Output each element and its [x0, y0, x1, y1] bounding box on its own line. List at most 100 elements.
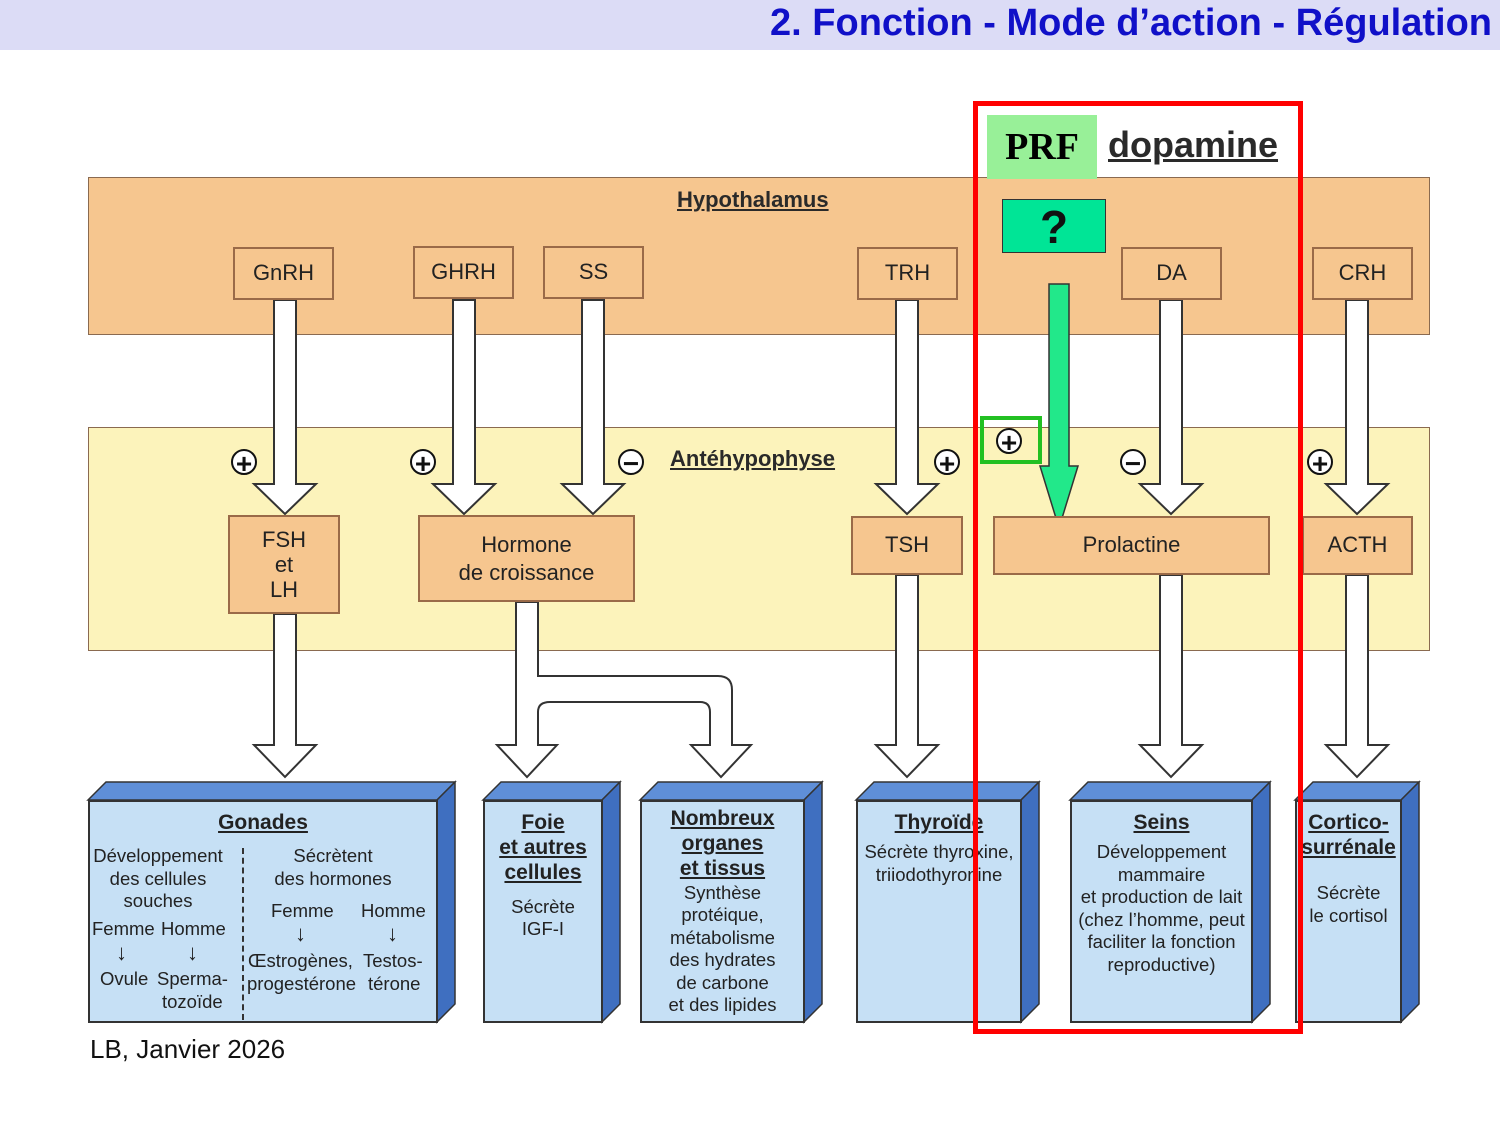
foie-title-line2: et autres — [499, 836, 587, 860]
hormone-tsh: TSH — [851, 516, 963, 575]
foie-title-line3: cellules — [504, 861, 582, 885]
plus-sign-prf: + — [996, 428, 1022, 457]
minus-sign-ss: − — [618, 449, 644, 478]
gh-label-line2: de croissance — [458, 559, 595, 585]
organes-title-line1: Nombreux — [670, 807, 775, 830]
arrow-fsh-gonades — [251, 613, 319, 779]
gonades-progesterone: progestérone — [247, 973, 357, 994]
arrow-gnrh-fsh — [251, 299, 319, 516]
gonades-homme-right: Homme — [361, 900, 426, 921]
seins-text-line6: reproductive) — [1107, 954, 1216, 975]
target-gonades: Gonades — [88, 800, 438, 1023]
foie-text-line2: IGF-I — [521, 918, 565, 940]
gonades-left-line1: Développement — [93, 845, 223, 866]
gonades-divider — [242, 848, 244, 1020]
arrow-down-oestrogenes-icon: ↓ — [295, 921, 306, 946]
et-label: et — [274, 551, 294, 577]
minus-sign-da: − — [1120, 449, 1146, 478]
gonades-right-line1: Sécrètent — [293, 845, 373, 866]
plus-sign-trh: + — [934, 449, 960, 478]
arrow-crh-acth — [1323, 299, 1391, 516]
plus-sign-gnrh: + — [231, 449, 257, 478]
arrow-ss-gh — [559, 299, 627, 516]
dopamine-label: dopamine — [1108, 124, 1279, 165]
arrow-ghrh-gh — [430, 299, 498, 516]
gonades-testos: Testos- — [363, 950, 423, 971]
gonades-side — [86, 781, 457, 801]
organes-text-line4: des hydrates — [669, 949, 776, 971]
arrow-acth-cortico — [1323, 574, 1391, 779]
gonades-tozoide: tozoïde — [162, 991, 223, 1012]
hormone-gh: Hormone de croissance — [418, 515, 635, 602]
foie-title-line1: Foie — [521, 811, 565, 834]
arrow-down-ovule-icon: ↓ — [116, 940, 127, 965]
gonades-femme-right: Femme — [271, 900, 334, 921]
hormone-acth: ACTH — [1302, 516, 1413, 575]
seins-text-line3: et production de lait — [1080, 886, 1243, 908]
arrow-down-sperma-icon: ↓ — [187, 940, 198, 965]
arrow-tsh-thyroide — [873, 574, 941, 779]
hormone-da: DA — [1121, 247, 1222, 300]
foie-side-right — [601, 780, 621, 1024]
hormone-gnrh: GnRH — [233, 247, 334, 300]
gh-label-line1: Hormone — [481, 532, 572, 557]
prolactin-highlight-frame — [973, 101, 1303, 1034]
hormone-ghrh: GHRH — [413, 246, 514, 299]
arrow-gh-split — [494, 601, 754, 779]
green-prf-arrow — [1038, 283, 1080, 531]
seins-title: Seins — [1133, 811, 1190, 834]
antehypophyse-label: Antéhypophyse — [670, 446, 836, 471]
target-foie: Foie et autres cellules Sécrète IGF-I — [483, 800, 603, 1023]
gonades-right-text: Sécrètent des hormones — [250, 845, 416, 890]
foie-text-line1: Sécrète — [511, 895, 575, 917]
plus-sign-crh: + — [1307, 449, 1333, 478]
thyroide-text-line2: triiodothyronine — [875, 863, 1003, 885]
hormone-crh: CRH — [1312, 247, 1413, 300]
seins-text-line5: faciliter la fonction — [1087, 931, 1236, 953]
gonades-ovule: Ovule — [100, 968, 149, 989]
gonades-left-line2: des cellules — [109, 867, 207, 889]
slide-title: 2. Fonction - Mode d’action - Régulation — [770, 2, 1492, 44]
hormone-fsh-lh: FSH et LH — [228, 515, 340, 614]
hormone-prolactine: Prolactine — [993, 516, 1270, 575]
organes-side-right — [803, 780, 823, 1024]
arrow-prolactine-seins — [1137, 574, 1205, 779]
foie-side — [481, 781, 622, 801]
gonades-left-line3: souches — [123, 890, 193, 912]
seins-text-line2: mammaire — [1117, 863, 1206, 885]
question-box: ? — [1002, 199, 1106, 253]
gonades-left-text: Développement des cellules souches — [90, 845, 226, 913]
lh-label: LH — [269, 577, 299, 603]
arrow-trh-tsh — [873, 299, 941, 516]
organes-title-line2: organes — [681, 832, 764, 856]
plus-highlight-frame — [980, 416, 1042, 464]
target-organes: Nombreux organes et tissus Synthèse prot… — [640, 800, 805, 1023]
title-bar: 2. Fonction - Mode d’action - Régulation — [0, 0, 1500, 50]
gonades-terone: térone — [368, 973, 421, 994]
fsh-label: FSH — [262, 526, 306, 552]
cortico-title-line2: surrénale — [1301, 836, 1396, 860]
prf-label: PRF — [987, 115, 1097, 179]
gonades-side-right — [436, 780, 456, 1024]
gonades-femme-left: Femme — [92, 918, 155, 939]
organes-title-line3: et tissus — [679, 857, 766, 881]
seins-text-line4: (chez l’homme, peut — [1078, 908, 1245, 930]
cortico-text-line2: le cortisol — [1309, 904, 1388, 926]
organes-text-line3: métabolisme — [670, 926, 775, 948]
organes-text-line5: de carbone — [676, 971, 769, 993]
gonades-oestrogenes: Œstrogènes, — [248, 950, 353, 971]
plus-sign-ghrh: + — [410, 449, 436, 478]
arrow-down-testosterone-icon: ↓ — [387, 921, 398, 946]
target-cortico: Cortico- surrénale Sécrète le cortisol — [1295, 800, 1402, 1023]
arrow-da-prolactine — [1137, 299, 1205, 516]
organes-side — [638, 781, 824, 801]
gonades-sperma: Sperma- — [157, 968, 228, 989]
target-seins: Seins Développement mammaire et producti… — [1070, 800, 1253, 1023]
gonades-homme-left: Homme — [161, 918, 226, 939]
cortico-side-right — [1400, 780, 1420, 1024]
hypothalamus-label: Hypothalamus — [677, 187, 829, 212]
hormone-ss: SS — [543, 246, 644, 299]
organes-text-line1: Synthèse — [683, 881, 762, 903]
organes-text-line6: et des lipides — [668, 994, 777, 1016]
